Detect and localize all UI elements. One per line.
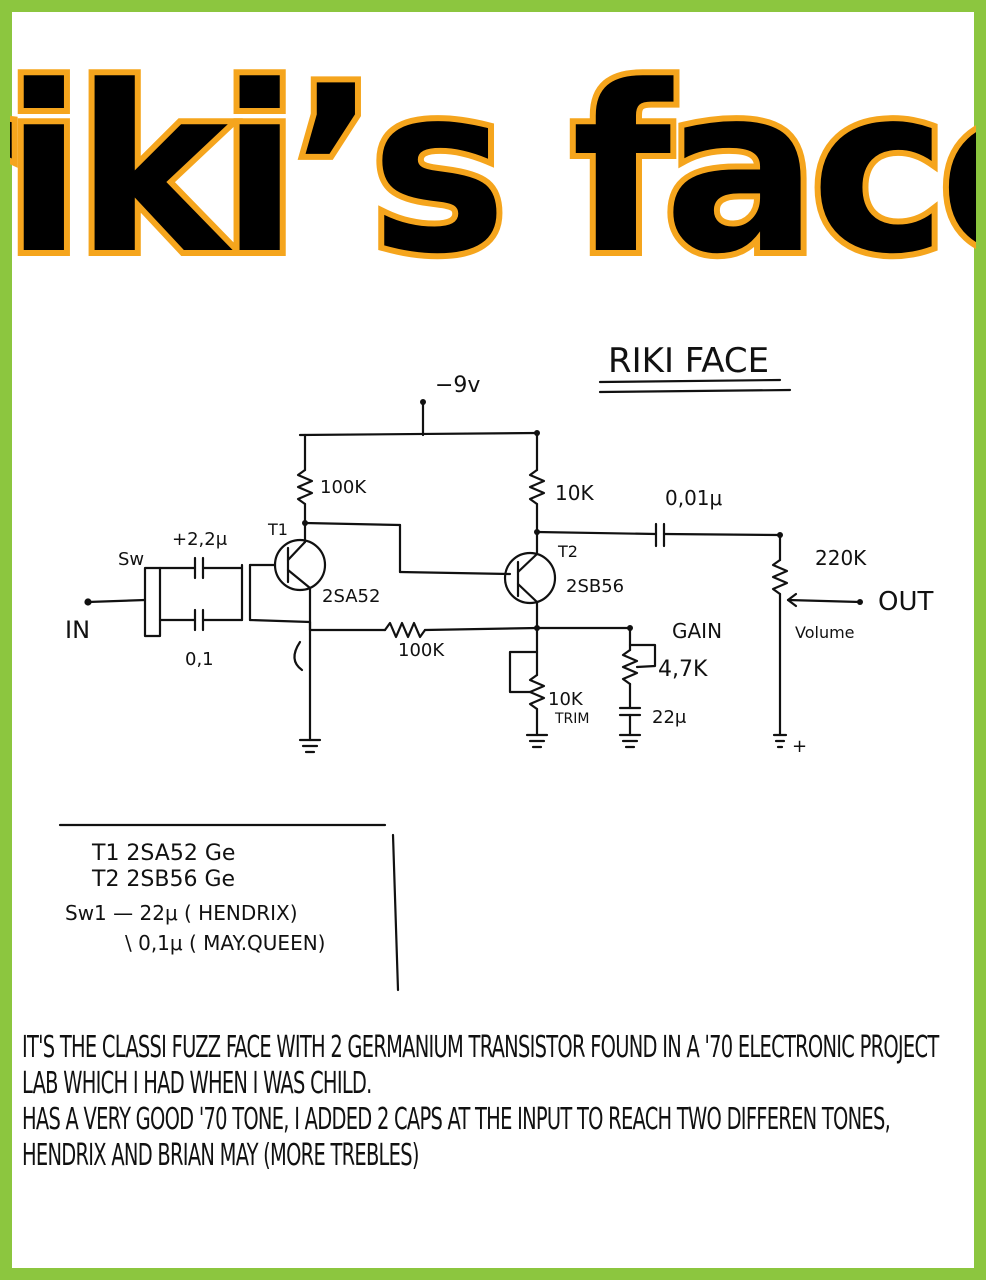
label-trim-value: 10K xyxy=(548,689,584,710)
label-cap-gain: 22μ xyxy=(652,707,687,728)
schematic-drawing: RIKI FACE −9v 100K 10K 0,01μ 220K Volume… xyxy=(58,341,933,992)
label-cap-out: 0,01μ xyxy=(665,486,723,510)
trim-pot xyxy=(528,673,546,711)
label-220k: 220K xyxy=(815,546,867,570)
title-banner: riki’s face xyxy=(0,30,986,311)
label-in: IN xyxy=(65,616,90,644)
title-graphic: riki’s face xyxy=(0,32,986,311)
heading-underline-2 xyxy=(598,388,792,394)
resistor-100k xyxy=(296,468,314,506)
label-out: OUT xyxy=(878,587,933,617)
resistor-100k-feedback xyxy=(383,621,427,639)
label-cap-in-top: +2,2μ xyxy=(172,529,228,550)
supply-rail xyxy=(298,431,539,437)
note-line-1: T1 2SA52 Ge xyxy=(91,841,235,866)
label-gain: GAIN xyxy=(672,619,722,643)
description-line-2: lab which I had when I was child. xyxy=(22,1066,372,1101)
note-line-3: Sw1 — 22μ ( HENDRIX) xyxy=(65,901,298,925)
label-t1-model: 2SA52 xyxy=(322,586,380,607)
schematic-heading: RIKI FACE xyxy=(608,341,769,381)
label-100k: 100K xyxy=(320,477,367,498)
label-t1: T1 xyxy=(267,520,288,539)
label-cap-in-bot: 0,1 xyxy=(185,649,214,670)
note-line-2: T2 2SB56 Ge xyxy=(91,867,235,892)
transistor-t2 xyxy=(503,551,557,605)
label-t2: T2 xyxy=(557,542,578,561)
description-line-4: Hendrix and Brian May (more trebles) xyxy=(22,1138,419,1173)
label-gain-pot: 4,7K xyxy=(658,657,708,682)
label-sw: Sw xyxy=(118,549,144,570)
supply-label: −9v xyxy=(435,373,480,398)
gain-pot xyxy=(621,648,639,686)
label-10k: 10K xyxy=(555,481,594,505)
note-line-4: \ 0,1μ ( MAY.QUEEN) xyxy=(125,931,325,955)
resistor-10k xyxy=(528,468,546,506)
label-trim: TRIM xyxy=(554,711,590,727)
switch-sw xyxy=(143,566,162,638)
title-text: riki’s face xyxy=(10,38,976,300)
label-100k-fb: 100K xyxy=(398,640,445,661)
description: It's the classi fuzz face with 2 germani… xyxy=(22,1030,967,1174)
notes-side xyxy=(391,833,400,992)
description-line-1: It's the classi fuzz face with 2 germani… xyxy=(22,1030,939,1065)
heading-underline xyxy=(598,378,782,384)
volume-pot xyxy=(771,558,789,596)
description-line-3: Has a very good '70 tone, I added 2 caps… xyxy=(22,1102,891,1137)
label-volume: Volume xyxy=(795,623,855,642)
schematic: RIKI FACE −9v 100K 10K 0,01μ 220K Volume… xyxy=(10,320,976,1020)
label-plus: + xyxy=(792,736,807,757)
label-t2-model: 2SB56 xyxy=(566,576,624,597)
